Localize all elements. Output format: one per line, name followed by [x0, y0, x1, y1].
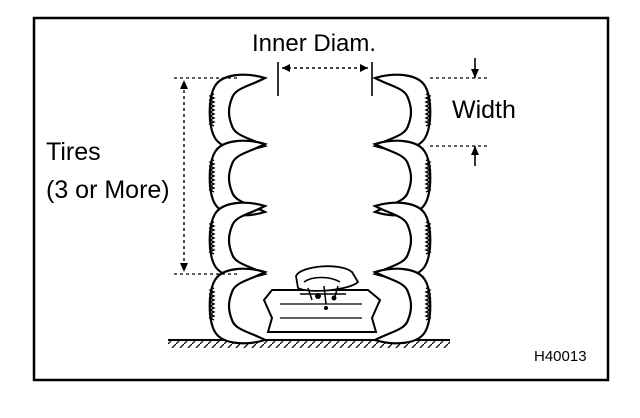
tires-quantity-label: (3 or More) — [46, 176, 170, 204]
inner-diameter-label: Inner Diam. — [252, 30, 377, 57]
width-label: Width — [452, 96, 516, 124]
width-dimension — [430, 58, 488, 166]
tires-label: Tires — [46, 138, 101, 166]
inner-diameter-dimension — [277, 62, 373, 96]
figure-frame — [32, 16, 610, 382]
figure-code: H40013 — [534, 348, 587, 365]
bottom-wheel-rim — [262, 265, 382, 333]
tires-height-dimension — [174, 77, 240, 275]
